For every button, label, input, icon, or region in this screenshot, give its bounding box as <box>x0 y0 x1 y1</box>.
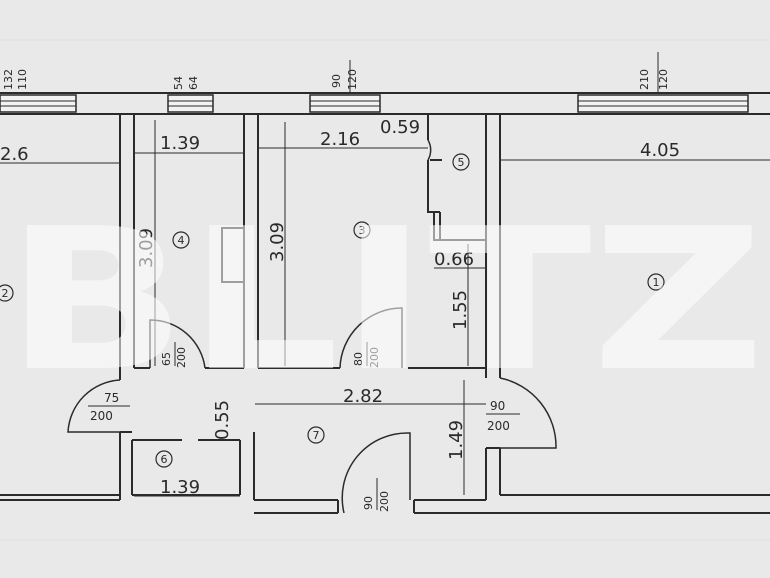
room-number-6: 6 <box>161 453 168 466</box>
door-label-room4-h: 200 <box>175 347 188 368</box>
door-entry <box>341 432 411 514</box>
dim-room1-width: 4.05 <box>640 140 680 161</box>
dim-room5-width: 0.59 <box>380 117 420 138</box>
door-label-entry-h: 200 <box>378 491 391 512</box>
door-label-room1-w: 90 <box>490 399 505 413</box>
room-number-5: 5 <box>458 156 465 169</box>
dim-room3-length: 3.09 <box>267 222 288 262</box>
door-label-room3-h: 200 <box>368 347 381 368</box>
door-label-room2-w: 75 <box>104 391 119 405</box>
door-room1 <box>499 377 557 449</box>
door-room3 <box>339 307 403 369</box>
window-room3 <box>309 94 381 113</box>
door-label-room2-h: 200 <box>90 409 113 423</box>
dim-room2-width: 2.6 <box>0 144 29 165</box>
room-number-7: 7 <box>313 429 320 442</box>
window-labels: 132 110 54 64 90 120 210 120 <box>2 52 670 92</box>
window-label-4-w: 210 <box>638 69 651 90</box>
door-swings <box>67 139 557 514</box>
room-numbers <box>0 153 665 468</box>
room-number-1: 1 <box>653 276 660 289</box>
interior-walls <box>0 114 770 514</box>
window-glass-lines <box>0 100 748 107</box>
window-room4 <box>167 94 214 113</box>
window-label-3-h: 120 <box>346 69 359 90</box>
dim-room4-width: 1.39 <box>160 133 200 154</box>
outer-wall-top <box>0 92 770 115</box>
door-label-room3-w: 80 <box>352 352 365 366</box>
window-label-4-h: 120 <box>657 69 670 90</box>
window-room2 <box>0 94 77 113</box>
door-room5 <box>427 139 432 161</box>
windows <box>0 94 749 113</box>
watermark: BLITZ <box>5 187 765 415</box>
dim-room5-length: 1.55 <box>450 290 471 330</box>
door-room4 <box>149 319 206 369</box>
window-room1 <box>577 94 749 113</box>
dim-hall-length: 2.82 <box>343 386 383 407</box>
door-room2 <box>67 379 121 433</box>
door-label-room1-h: 200 <box>487 419 510 433</box>
dim-room4-length: 3.09 <box>136 228 157 268</box>
room-number-3: 3 <box>359 224 366 237</box>
dim-room5-depth: 0.66 <box>434 249 474 270</box>
window-label-2-h: 64 <box>187 76 200 90</box>
window-label-2-w: 54 <box>172 76 185 90</box>
dimension-labels: 2.6 1.39 3.09 2.16 3.09 0.59 0.66 1.55 4… <box>0 117 680 498</box>
dim-bath-depth: 0.55 <box>212 400 233 440</box>
paper-texture <box>0 39 770 541</box>
dim-room3-width: 2.16 <box>320 129 360 150</box>
window-label-1-w: 132 <box>2 69 15 90</box>
dimension-lines <box>0 120 770 497</box>
door-label-entry-w: 90 <box>362 496 375 510</box>
room-number-4: 4 <box>178 234 185 247</box>
dim-hall-depth: 1.49 <box>446 420 467 460</box>
window-label-1-h: 110 <box>16 69 29 90</box>
door-label-room4-w: 65 <box>160 352 173 366</box>
window-label-3-w: 90 <box>330 74 343 88</box>
room-number-2: 2 <box>2 287 9 300</box>
dim-bath-width: 1.39 <box>160 477 200 498</box>
room-number-labels: 1 2 3 4 5 6 7 <box>2 156 660 466</box>
door-labels: 65 200 80 200 75 200 90 200 90 200 <box>88 342 520 512</box>
